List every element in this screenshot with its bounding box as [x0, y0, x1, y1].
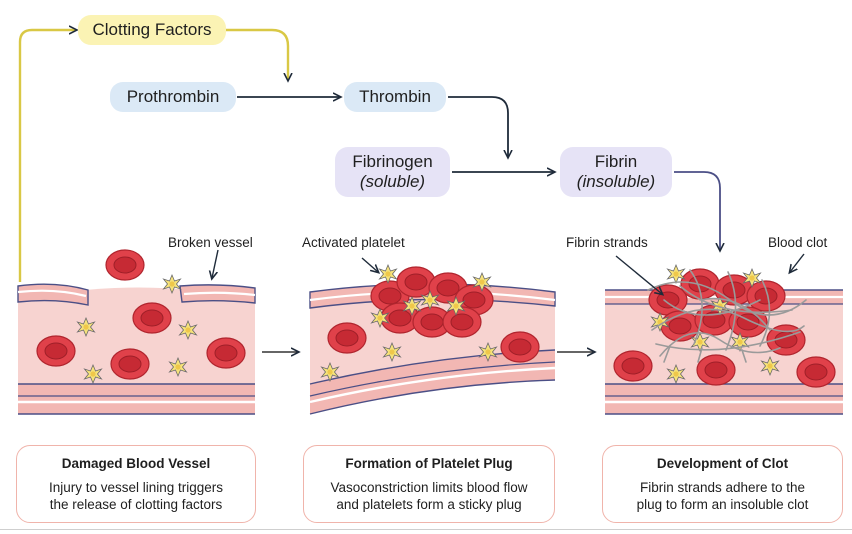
- fibrin-sub-label: (insoluble): [576, 172, 656, 191]
- fibrinogen-pill: Fibrinogen (soluble): [335, 147, 450, 197]
- blood-clot-label: Blood clot: [768, 235, 828, 250]
- prothrombin-pill: Prothrombin: [110, 82, 236, 112]
- stage-caption-damaged-vessel: Damaged Blood Vessel Injury to vessel li…: [16, 445, 256, 523]
- fibrinogen-label: Fibrinogen: [352, 152, 433, 171]
- blood-clot-illustration: [605, 264, 843, 415]
- stage-title: Damaged Blood Vessel: [61, 456, 211, 471]
- stage-description-line: plug to form an insoluble clot: [636, 497, 809, 512]
- stage-caption-clot: Development of Clot Fibrin strands adher…: [602, 445, 843, 523]
- thrombin-pill: Thrombin: [344, 82, 446, 112]
- arrow-clotting-factors-to-pathway: [226, 28, 288, 80]
- clotting-factors-label: Clotting Factors: [92, 20, 212, 39]
- stage-title: Formation of Platelet Plug: [345, 456, 513, 471]
- fibrin-pill: Fibrin (insoluble): [560, 147, 672, 197]
- fibrin-label: Fibrin: [594, 152, 638, 171]
- prothrombin-label: Prothrombin: [126, 87, 220, 106]
- stage-description-line: Vasoconstriction limits blood flow: [330, 480, 528, 495]
- damaged-vessel-illustration: [17, 249, 256, 415]
- stage-description-line: Fibrin strands adhere to the: [639, 480, 806, 495]
- stage-caption-platelet-plug: Formation of Platelet Plug Vasoconstrict…: [303, 445, 555, 523]
- fibrin-strands-label: Fibrin strands: [566, 235, 648, 250]
- thrombin-label: Thrombin: [359, 87, 431, 106]
- clotting-factors-pill: Clotting Factors: [78, 15, 226, 45]
- arrow-fibrin-to-clot: [674, 171, 720, 250]
- bottom-divider: [0, 529, 852, 530]
- fibrinogen-sub-label: (soluble): [359, 172, 426, 191]
- stage-title: Development of Clot: [656, 456, 789, 471]
- stage-description-line: the release of clotting factors: [49, 497, 223, 512]
- arrow-injury-to-clotting-factors: [18, 30, 76, 282]
- platelet-plug-illustration: [309, 264, 556, 415]
- stage-description-line: Injury to vessel lining triggers: [48, 480, 224, 495]
- activated-platelet-label: Activated platelet: [302, 235, 405, 250]
- arrow-thrombin-to-fibrin-step: [448, 96, 508, 157]
- stage-description-line: and platelets form a sticky plug: [336, 497, 522, 512]
- broken-vessel-label: Broken vessel: [168, 235, 253, 250]
